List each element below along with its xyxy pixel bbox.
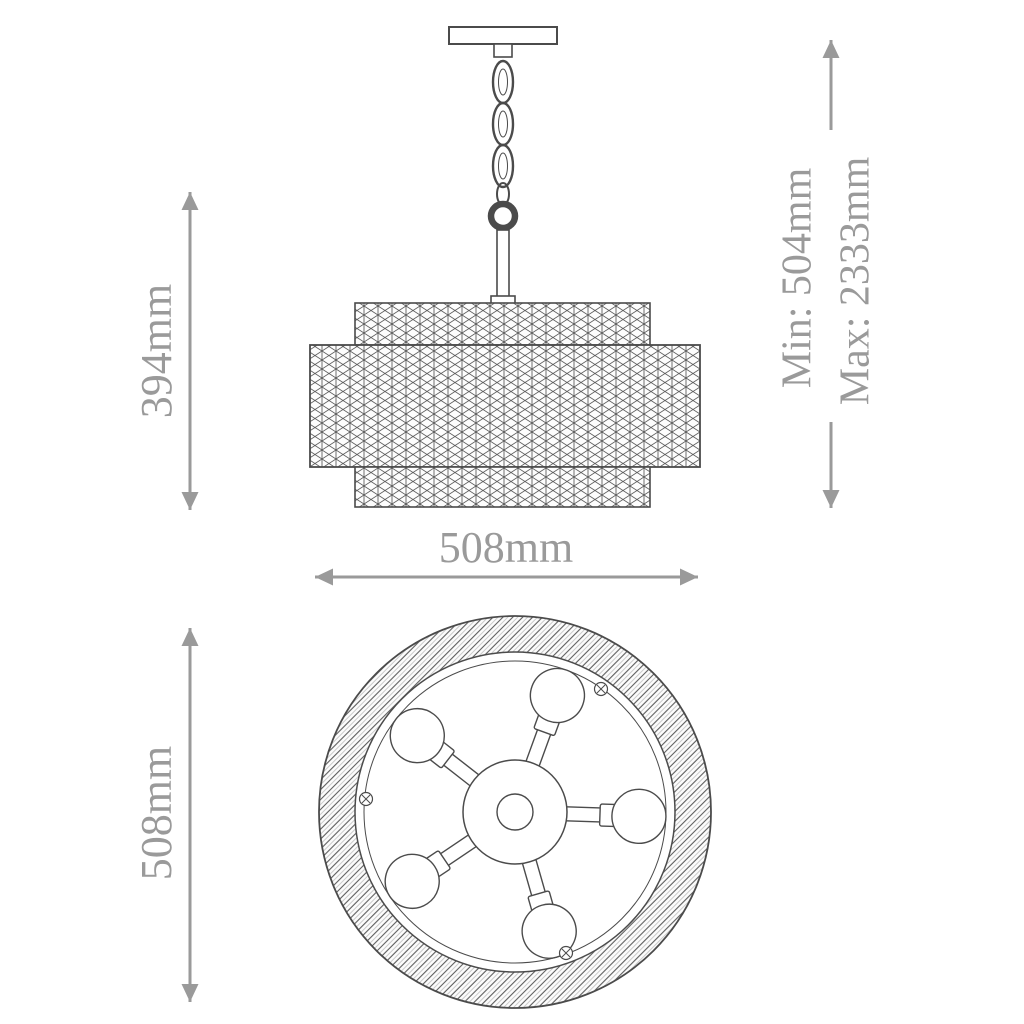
chain xyxy=(491,59,515,206)
screw xyxy=(358,791,374,807)
screw xyxy=(593,681,609,697)
dimension-shade-width: 508mm xyxy=(315,523,698,586)
dimension-drop-range: Min: 504mm Max: 2333mm xyxy=(775,40,879,508)
max-drop-label: Max: 2333mm xyxy=(833,156,879,405)
dimension-shade-height: 394mm xyxy=(132,192,199,510)
drum-shade xyxy=(309,302,701,508)
min-drop-label: Min: 504mm xyxy=(775,167,821,388)
stem-rod xyxy=(490,229,516,305)
plan-view xyxy=(318,615,712,1009)
dimension-plan-diameter: 508mm xyxy=(132,628,199,1002)
shade-height-label: 394mm xyxy=(132,284,181,418)
plan-diameter-label: 508mm xyxy=(132,746,181,880)
screw xyxy=(558,945,574,961)
center-hub-cap xyxy=(496,793,534,831)
shade-bottom-band xyxy=(354,466,651,508)
shade-width-label: 508mm xyxy=(439,523,573,572)
ceiling-plate xyxy=(448,26,558,58)
shade-middle-band xyxy=(309,344,701,468)
hanger-ring xyxy=(487,200,519,232)
shade-top-band xyxy=(354,302,651,346)
side-view xyxy=(309,26,701,508)
